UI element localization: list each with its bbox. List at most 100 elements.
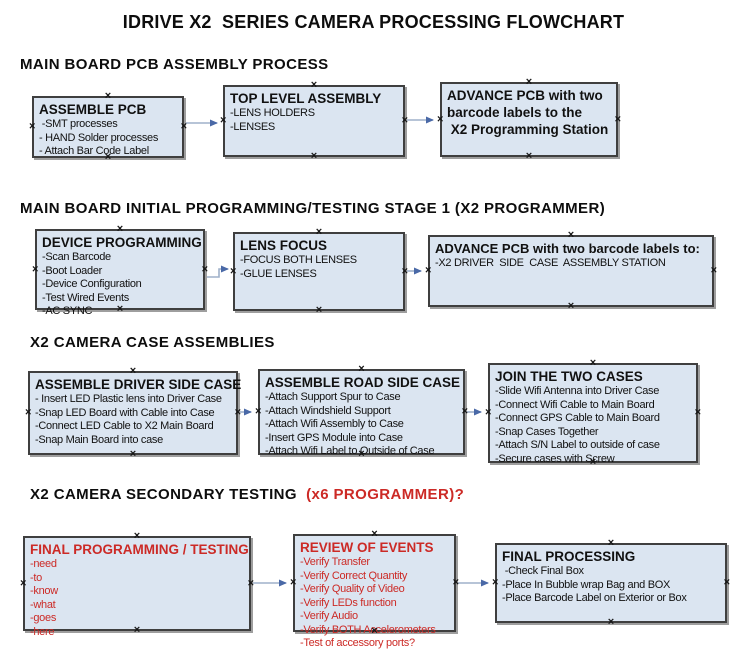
connection-handle-icon: × xyxy=(234,406,241,419)
connection-handle-icon: × xyxy=(247,577,254,589)
box-item: -Connect Wifi Cable to Main Board xyxy=(495,398,655,411)
box-item: -Boot Loader xyxy=(42,264,102,277)
flow-box-final-programming-testing[interactable]: FINAL PROGRAMMING / TESTING -need -to -k… xyxy=(20,531,254,638)
box-title: REVIEW OF EVENTS xyxy=(300,540,434,555)
section-heading-secondary-testing: X2 CAMERA SECONDARY TESTING (x6 PROGRAMM… xyxy=(30,486,464,503)
connection-handle-icon: × xyxy=(492,576,499,589)
box-item: -Check Final Box xyxy=(502,565,584,577)
box-item: -Verify LEDs function xyxy=(300,596,397,609)
box-title: JOIN THE TWO CASES xyxy=(495,369,643,384)
flow-box-lens-focus[interactable]: LENS FOCUS -FOCUS BOTH LENSES -GLUE LENS… xyxy=(230,227,408,316)
box-item: -GLUE LENSES xyxy=(240,267,317,280)
flow-box-join-the-two-cases[interactable]: JOIN THE TWO CASES -Slide Wifi Antenna i… xyxy=(485,358,701,468)
box-title: ASSEMBLE ROAD SIDE CASE xyxy=(265,375,461,390)
flow-box-top-level-assembly[interactable]: TOP LEVEL ASSEMBLY -LENS HOLDERS -LENSES… xyxy=(220,80,408,162)
connection-handle-icon: × xyxy=(129,448,137,460)
connection-handle-icon: × xyxy=(180,120,187,133)
box-item: -Attach Wifi Label to Outside of Case xyxy=(265,445,435,457)
connection-handle-icon: × xyxy=(567,300,575,312)
connector-device-to-lensfocus[interactable] xyxy=(207,265,229,278)
box-item: - Insert LED Plastic lens into Driver Ca… xyxy=(35,393,222,405)
box-item: -Verify Quality of Video xyxy=(300,583,405,595)
box-item: -to xyxy=(30,571,42,584)
connection-handle-icon: × xyxy=(25,406,32,419)
box-item: -Test Wired Events xyxy=(42,291,129,304)
connection-handle-icon: × xyxy=(461,405,468,418)
box-item: -LENS HOLDERS xyxy=(230,107,315,119)
connection-handle-icon: × xyxy=(20,577,27,589)
connection-handle-icon: × xyxy=(315,304,323,316)
flow-box-final-processing[interactable]: FINAL PROCESSING -Check Final Box -Place… xyxy=(492,538,730,628)
connection-handle-icon: × xyxy=(525,150,533,162)
box-item: - Attach Bar Code Label xyxy=(39,145,149,157)
box-title: ASSEMBLE DRIVER SIDE CASE xyxy=(35,377,242,392)
box-item: -Connect LED Cable to X2 Main Board xyxy=(35,420,214,432)
box-title: LENS FOCUS xyxy=(240,238,328,253)
connection-handle-icon: × xyxy=(401,114,408,127)
box-item: -Insert GPS Module into Case xyxy=(265,431,403,444)
box-item: -Slide Wifi Antenna into Driver Case xyxy=(495,385,660,397)
connection-handle-icon: × xyxy=(710,264,717,277)
box-item: -Test of accessory ports? xyxy=(300,637,415,649)
box-item: -Snap LED Board with Cable into Case xyxy=(35,406,215,419)
connection-handle-icon: × xyxy=(694,406,701,419)
box-item: -goes xyxy=(30,612,57,624)
connection-handle-icon: × xyxy=(230,265,237,277)
box-title: FINAL PROCESSING xyxy=(502,549,636,564)
connection-handle-icon: × xyxy=(437,113,444,125)
box-title: TOP LEVEL ASSEMBLY xyxy=(230,91,382,106)
box-item: -Attach Wifi Assembly to Case xyxy=(265,418,404,430)
box-item: -AC SYNC xyxy=(42,305,93,317)
box-item: -know xyxy=(30,585,58,597)
section-heading-black-part: X2 CAMERA SECONDARY TESTING xyxy=(30,486,302,503)
connection-handle-icon: × xyxy=(310,150,318,162)
box-item: -Snap Cases Together xyxy=(495,425,599,438)
flow-box-advance-pcb-driver-side[interactable]: ADVANCE PCB with two barcode labels to: … xyxy=(425,230,717,312)
connection-handle-icon: × xyxy=(452,576,459,589)
box-title: FINAL PROGRAMMING / TESTING xyxy=(30,542,249,557)
connection-handle-icon: × xyxy=(201,263,208,275)
box-item: -Verify Audio xyxy=(300,610,358,622)
box-item: -here xyxy=(30,625,55,638)
box-title-line: X2 Programming Station xyxy=(447,122,609,137)
flow-box-assemble-driver-side-case[interactable]: ASSEMBLE DRIVER SIDE CASE - Insert LED P… xyxy=(25,366,242,460)
flow-box-advance-pcb-programming-station[interactable]: ADVANCE PCB with two barcode labels to t… xyxy=(437,77,621,162)
box-item: -Scan Barcode xyxy=(42,251,111,263)
box-title-line: barcode labels to the xyxy=(447,105,583,120)
connection-handle-icon: × xyxy=(29,120,36,133)
box-item: -FOCUS BOTH LENSES xyxy=(240,254,357,266)
connection-handle-icon: × xyxy=(723,576,730,589)
connection-handle-icon: × xyxy=(425,264,432,277)
box-item: -Verify Correct Quantity xyxy=(300,569,408,582)
flow-box-review-of-events[interactable]: REVIEW OF EVENTS -Verify Transfer -Verif… xyxy=(290,529,459,650)
box-item: -Attach Windshield Support xyxy=(265,404,391,417)
box-item: -X2 DRIVER SIDE CASE ASSEMBLY STATION xyxy=(435,257,666,269)
box-item: -SMT processes xyxy=(39,118,118,130)
flow-box-device-programming[interactable]: DEVICE PROGRAMMING -Scan Barcode -Boot L… xyxy=(32,224,208,318)
connection-handle-icon: × xyxy=(32,263,39,275)
connection-handle-icon: × xyxy=(290,576,297,589)
page-title: IDRIVE X2 SERIES CAMERA PROCESSING FLOWC… xyxy=(122,12,625,32)
flow-box-assemble-pcb[interactable]: ASSEMBLE PCB -SMT processes - HAND Solde… xyxy=(29,91,187,163)
box-item: -Verify BOTH Accelerometers xyxy=(300,623,436,636)
box-item: -need xyxy=(30,558,57,570)
box-item: -Connect GPS Cable to Main Board xyxy=(495,412,660,424)
box-item: -Place Barcode Label on Exterior or Box xyxy=(502,592,687,604)
box-item: -Attach S/N Label to outside of case xyxy=(495,439,660,451)
box-title: ADVANCE PCB with two barcode labels to: xyxy=(435,241,700,256)
connection-handle-icon: × xyxy=(614,113,621,125)
flow-box-assemble-road-side-case[interactable]: ASSEMBLE ROAD SIDE CASE -Attach Support … xyxy=(255,364,468,460)
box-item: -Secure cases with Screw xyxy=(495,452,615,465)
box-item: -Attach Support Spur to Case xyxy=(265,391,401,403)
box-item: -what xyxy=(30,598,56,611)
box-title: ASSEMBLE PCB xyxy=(39,102,147,117)
section-heading-case-assemblies: X2 CAMERA CASE ASSEMBLIES xyxy=(30,334,275,351)
box-item: -Place In Bubble wrap Bag and BOX xyxy=(502,578,671,591)
box-item: -Snap Main Board into case xyxy=(35,433,163,446)
connection-handle-icon: × xyxy=(255,405,262,418)
connection-handle-icon: × xyxy=(220,114,227,127)
connection-handle-icon: × xyxy=(607,616,615,628)
connection-handle-icon: × xyxy=(401,265,408,277)
box-item: - HAND Solder processes xyxy=(39,131,159,144)
